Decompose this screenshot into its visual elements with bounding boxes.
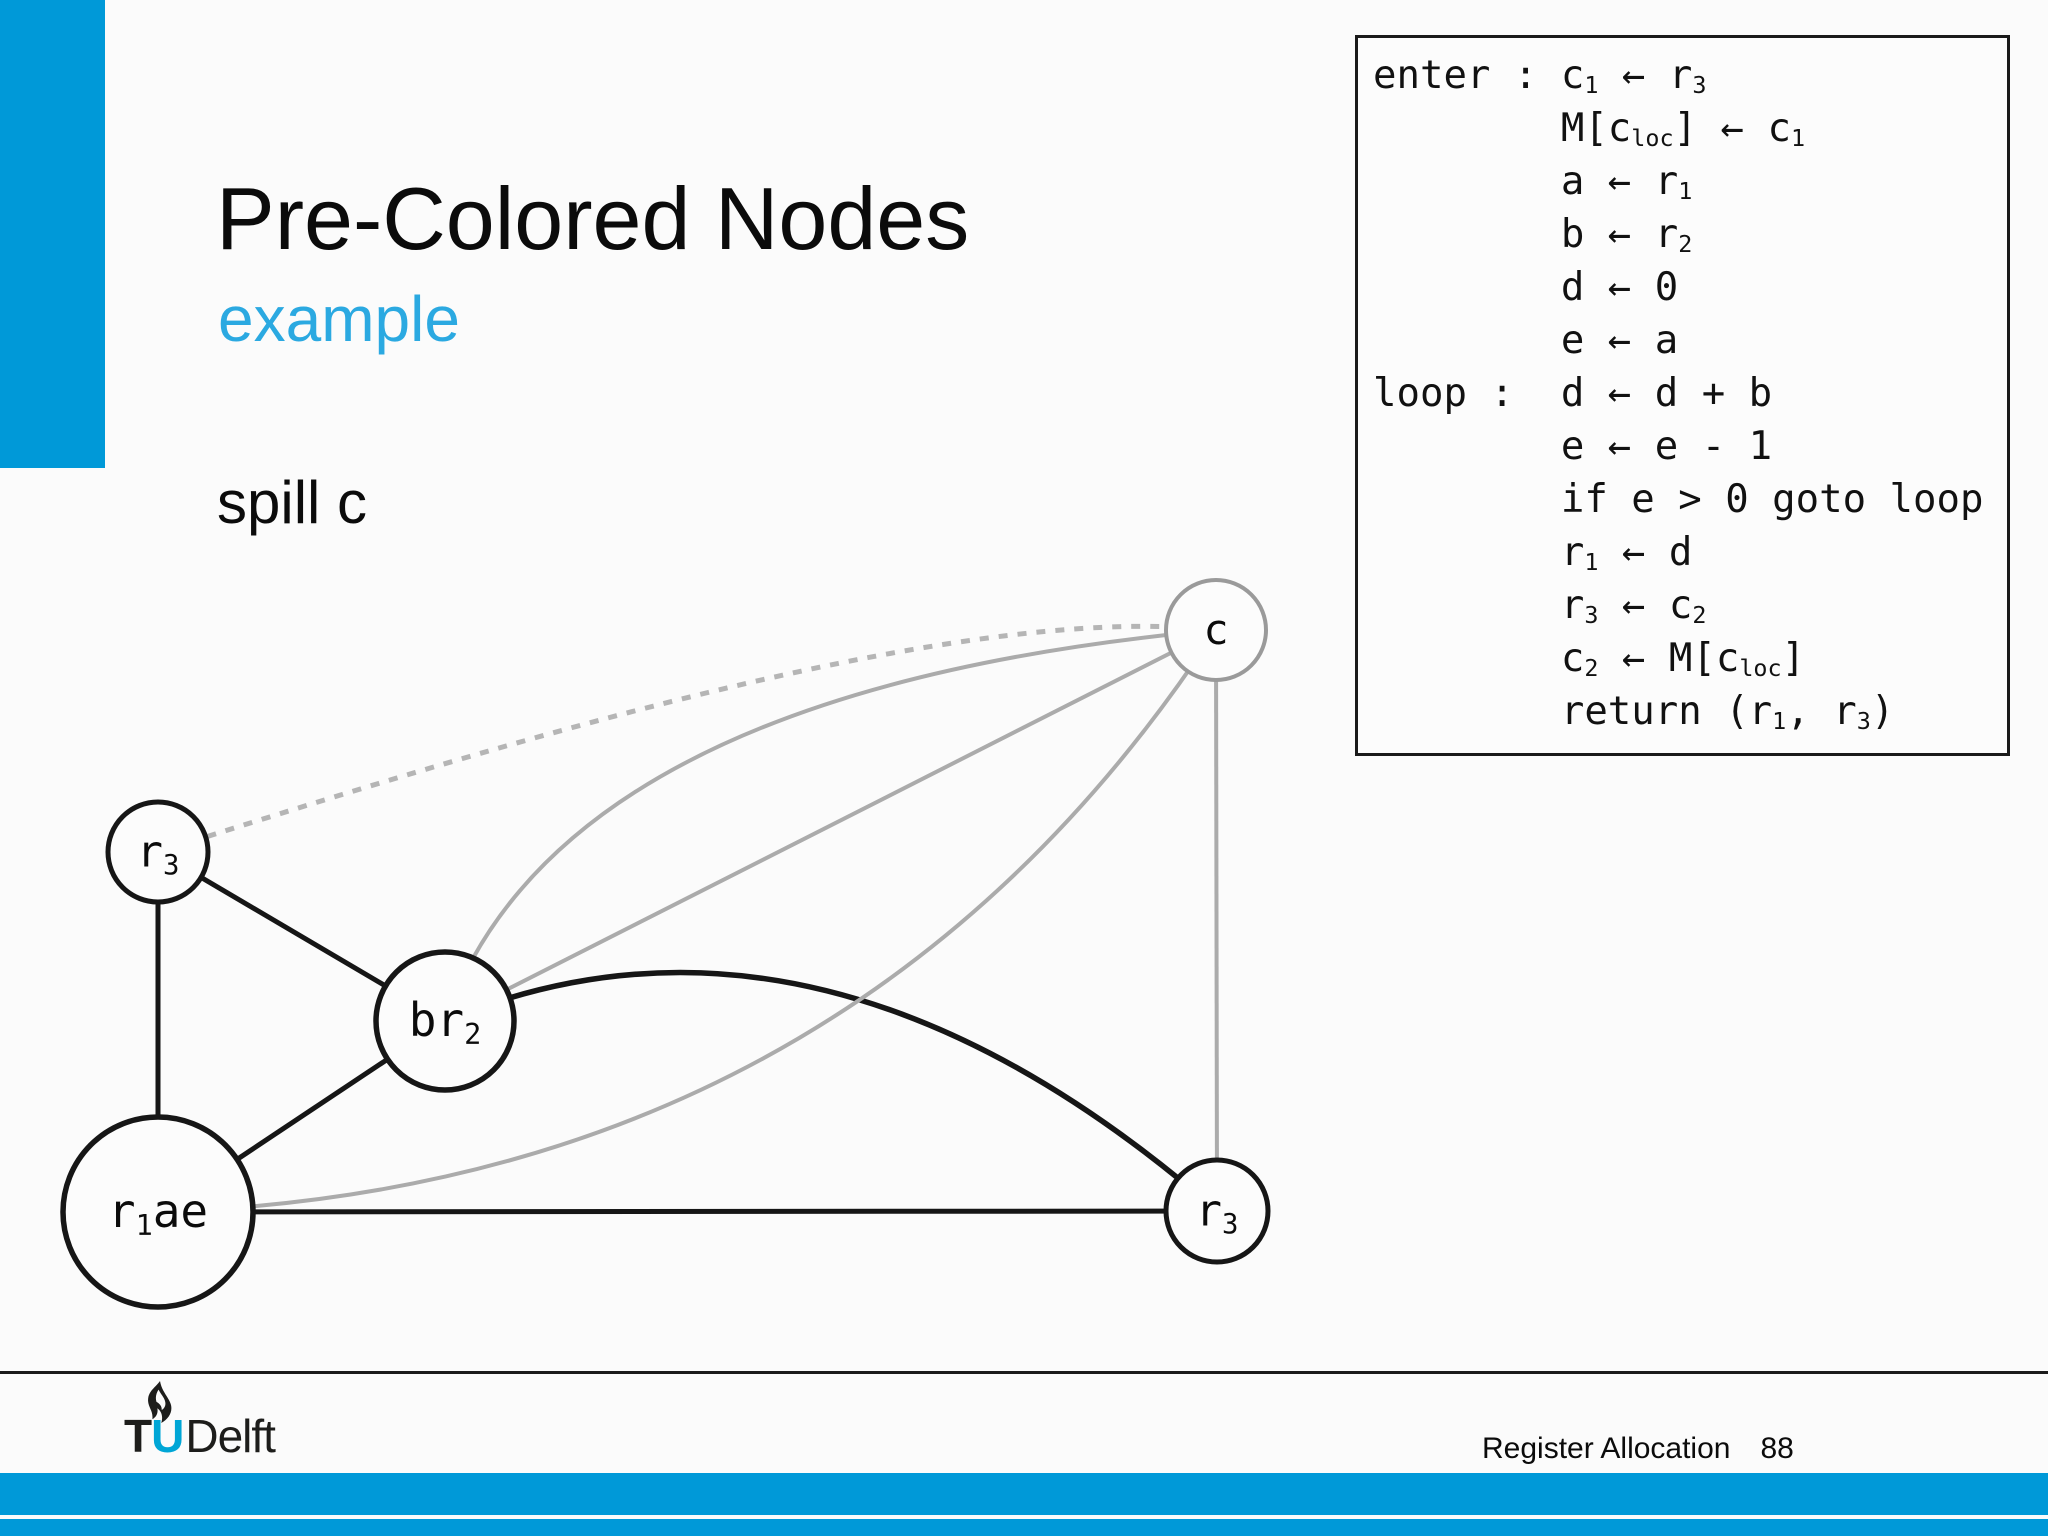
- code-line: loop : d ← d + b: [1373, 371, 1773, 416]
- spill-annotation: spill c: [217, 469, 368, 536]
- code-line: r3 ← c2: [1373, 583, 1707, 630]
- edge-c-r1ae: [157, 628, 1218, 1214]
- page-footnote: Register Allocation 88: [1482, 1432, 1794, 1466]
- code-line: if e > 0 goto loop: [1373, 477, 1984, 522]
- code-line: return (r1, r3): [1373, 689, 1895, 736]
- node-label-c: c: [1203, 605, 1228, 654]
- logo-letter-u: U: [151, 1410, 184, 1462]
- node-br2: [373, 949, 517, 1093]
- node-r1ae: [60, 1114, 256, 1310]
- code-line: enter : c1 ← r3: [1373, 53, 1707, 100]
- edge-c-br2-upper: [443, 628, 1217, 1022]
- edge-c-br2-lower: [444, 628, 1217, 1023]
- node-label-r3-bottom: r3: [1196, 1186, 1239, 1240]
- node-label-r3-top: r3: [137, 827, 180, 881]
- logo-letter-t: T: [124, 1410, 152, 1462]
- edge-c-r3bottom: [1214, 629, 1219, 1212]
- bottom-bar-divider: [0, 1515, 2048, 1519]
- code-line: c2 ← M[cloc]: [1373, 636, 1806, 683]
- edge-c-r3top-move: [157, 623, 1217, 855]
- logo-delft: Delft: [185, 1410, 276, 1462]
- page-number: 88: [1760, 1432, 1794, 1465]
- page-title: Pre-Colored Nodes: [216, 169, 970, 268]
- code-line: M[cloc] ← c1: [1373, 106, 1806, 153]
- bottom-bar: [0, 1473, 2048, 1536]
- footer-separator: [0, 1371, 2048, 1374]
- course-title: Register Allocation: [1482, 1432, 1731, 1465]
- code-line: d ← 0: [1373, 265, 1679, 310]
- edge-br2-r3bottom: [443, 969, 1219, 1214]
- page-subtitle: example: [218, 283, 460, 355]
- code-line: b ← r2: [1373, 212, 1693, 259]
- code-line: e ← a: [1373, 318, 1679, 363]
- accent-bar: [0, 0, 105, 468]
- node-c: [1164, 578, 1268, 682]
- edge-r1ae-r3bottom: [157, 1208, 1218, 1215]
- flame-icon: [148, 1381, 172, 1423]
- code-line: r1 ← d: [1373, 530, 1693, 577]
- tu-delft-wordmark: TUDelft: [124, 1409, 276, 1463]
- node-label-r1ae: r1ae: [108, 1184, 208, 1242]
- code-line: e ← e - 1: [1373, 424, 1773, 469]
- node-r3-top: [105, 799, 211, 905]
- code-line: a ← r1: [1373, 159, 1693, 206]
- code-listing: enter : c1 ← r3 M[cloc] ← c1 a ← r1 b ← …: [1355, 35, 2010, 756]
- node-label-br2: br2: [409, 993, 482, 1051]
- node-r3-bottom: [1163, 1157, 1271, 1265]
